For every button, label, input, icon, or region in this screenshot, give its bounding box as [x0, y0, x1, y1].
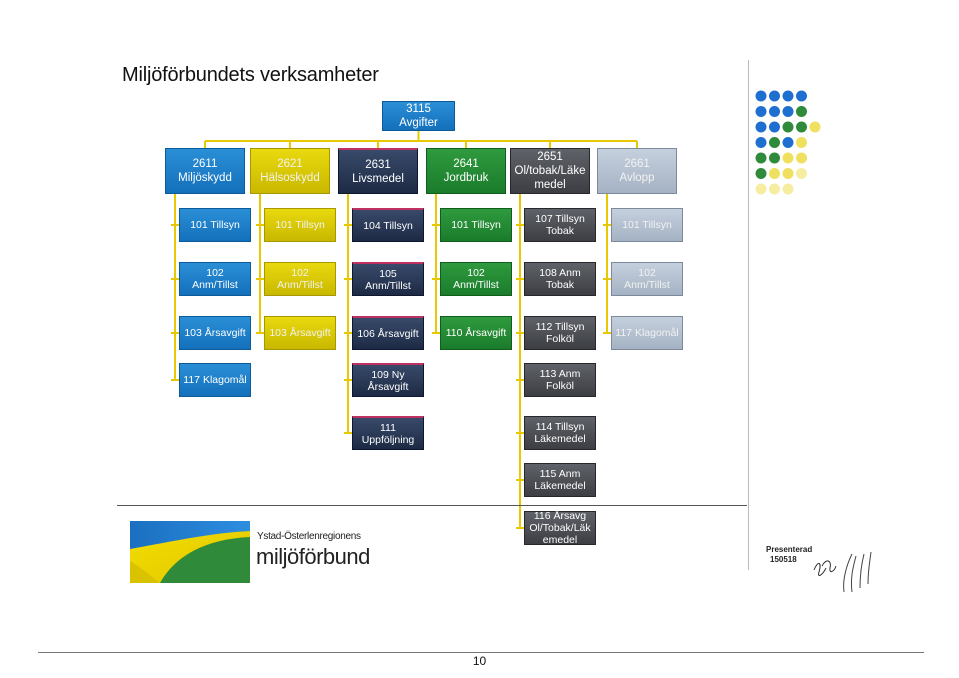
decor-dot: [755, 121, 767, 133]
logo-text-name: miljöförbund: [256, 544, 370, 569]
footer-rule-lower: [38, 652, 924, 653]
handwritten-signature: [813, 551, 872, 593]
decor-dot: [782, 106, 794, 117]
decor-dot: [796, 121, 807, 133]
column-2-item-3: 109 Ny Årsavgift: [352, 363, 424, 397]
column-2-item-4: 111 Uppföljning: [352, 416, 424, 450]
column-0-item-2: 103 Årsavgift: [179, 316, 251, 350]
page-number: 10: [472, 654, 487, 668]
logo-text-region: Ystad-Österlenregionens: [257, 531, 361, 542]
decor-dot: [769, 121, 780, 133]
page-title: Miljöförbundets verksamheter: [122, 64, 379, 86]
column-4-item-6: 116 Årsavg Ol/Tobak/Läk emedel: [524, 510, 596, 546]
decor-dot: [796, 137, 807, 148]
column-5-item-0: 101 Tillsyn: [611, 208, 683, 242]
decor-dot: [755, 152, 767, 164]
column-1-item-1: 102 Anm/Tillst: [264, 262, 336, 296]
column-4-item-4: 114 Tillsyn Läkemedel: [524, 416, 596, 450]
column-3-item-1: 102 Anm/Tillst: [440, 262, 512, 296]
column-0-item-3: 117 Klagomål: [179, 363, 251, 397]
column-4-item-3: 113 Anm Folköl: [524, 363, 596, 397]
decor-dot: [782, 121, 794, 133]
right-margin-line: [748, 60, 749, 570]
column-1-item-2: 103 Årsavgift: [264, 316, 336, 350]
decor-dot: [796, 152, 807, 164]
decor-dot: [796, 90, 807, 102]
root-node: 3115 Avgifter: [382, 101, 455, 131]
column-0-item-0: 101 Tillsyn: [179, 208, 251, 242]
column-2-item-2: 106 Årsavgift: [352, 316, 424, 350]
column-5-item-2: 117 Klagomål: [611, 316, 683, 350]
decor-dot: [769, 137, 780, 148]
decor-dot: [769, 168, 780, 179]
decor-dot: [769, 152, 780, 164]
decor-dot: [755, 168, 767, 179]
presented-stamp: Presenterad 150518: [766, 545, 812, 565]
footer-rule-upper: [117, 505, 747, 506]
column-3-item-2: 110 Årsavgift: [440, 316, 512, 350]
column-4-item-1: 108 Anm Tobak: [524, 262, 596, 296]
decor-dot: [796, 106, 807, 117]
presented-label: Presenterad: [766, 545, 813, 554]
decor-dot: [769, 183, 780, 195]
column-header-0: 2611 Miljöskydd: [165, 148, 245, 194]
decor-dot: [755, 137, 767, 148]
column-header-3: 2641 Jordbruk: [426, 148, 506, 194]
presented-date: 150518: [770, 555, 797, 564]
decor-dot: [782, 152, 794, 164]
column-header-4: 2651 Ol/tobak/Läke medel: [510, 148, 590, 194]
decor-dot: [755, 183, 767, 195]
decor-dot: [809, 121, 821, 133]
decor-dot: [782, 137, 794, 148]
column-4-item-0: 107 Tillsyn Tobak: [524, 208, 596, 242]
column-2-item-0: 104 Tillsyn: [352, 208, 424, 242]
column-5-item-1: 102 Anm/Tillst: [611, 262, 683, 296]
decor-dot: [782, 90, 794, 102]
column-2-item-1: 105 Anm/Tillst: [352, 262, 424, 296]
decor-dot: [782, 183, 794, 195]
column-3-item-0: 101 Tillsyn: [440, 208, 512, 242]
column-4-item-5: 115 Anm Läkemedel: [524, 463, 596, 497]
decor-dot: [769, 90, 780, 102]
column-4-item-2: 112 Tillsyn Folköl: [524, 316, 596, 350]
column-header-1: 2621 Hälsoskydd: [250, 148, 330, 194]
decor-dot: [769, 106, 780, 117]
column-0-item-1: 102 Anm/Tillst: [179, 262, 251, 296]
decor-dot: [796, 168, 807, 179]
decor-dot: [755, 106, 767, 117]
miljoforbund-logo: [130, 521, 250, 583]
decor-dot: [755, 90, 767, 102]
dot-grid-decoration: [755, 90, 821, 195]
column-header-5: 2661 Avlopp: [597, 148, 677, 194]
decor-dot: [782, 168, 794, 179]
column-1-item-0: 101 Tillsyn: [264, 208, 336, 242]
column-header-2: 2631 Livsmedel: [338, 148, 418, 194]
